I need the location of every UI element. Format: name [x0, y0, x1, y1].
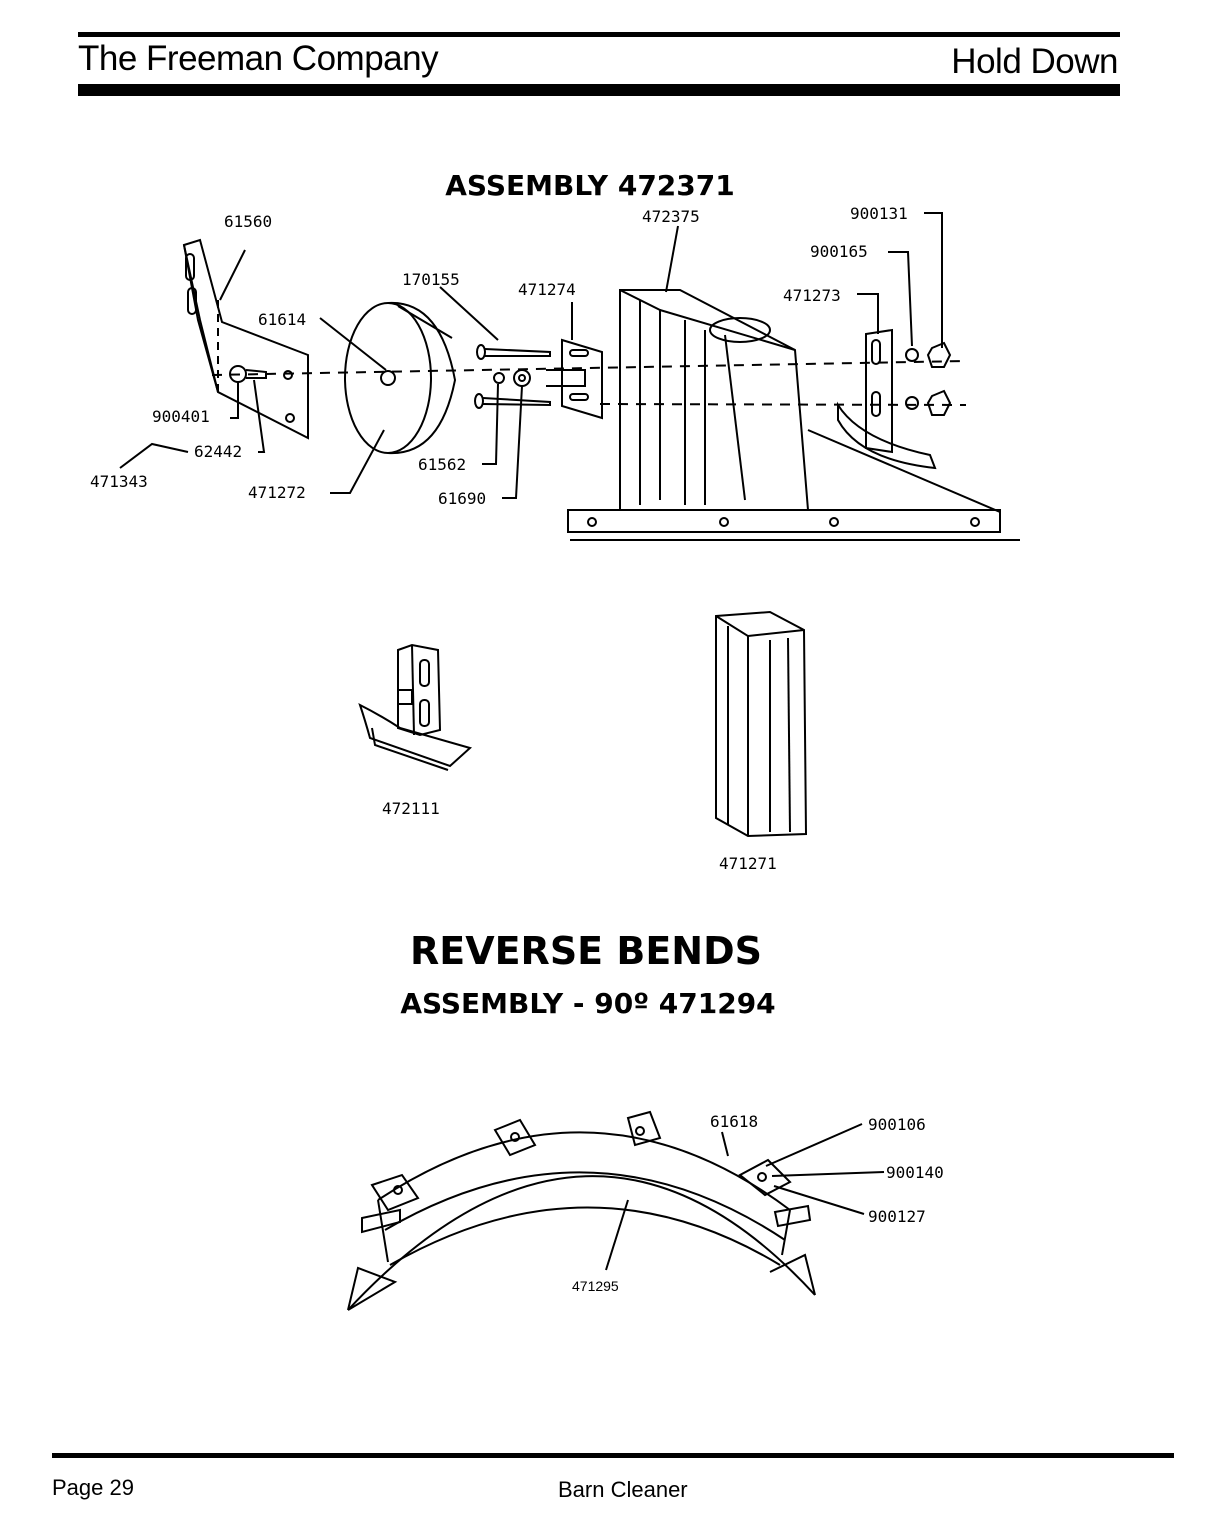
assembly-title: ASSEMBLY 472371 — [445, 169, 734, 202]
part-label: 471274 — [518, 280, 576, 299]
part-label: 472111 — [382, 799, 440, 818]
reverse-bends-title: REVERSE BENDS — [410, 929, 762, 973]
part-label: 61562 — [418, 455, 466, 474]
part-label: 61618 — [710, 1112, 758, 1131]
part-label: 61614 — [258, 310, 306, 329]
part-label: 900131 — [850, 204, 908, 223]
header-rule-top — [78, 32, 1120, 37]
part-label: 61560 — [224, 212, 272, 231]
reverse-bends-subtitle: ASSEMBLY - 90º 471294 — [400, 987, 775, 1020]
header-rule-bottom — [78, 84, 1120, 96]
bracket-61560 — [182, 238, 309, 440]
plate-471274 — [561, 338, 603, 420]
part-label: 472375 — [642, 207, 700, 226]
washer-900165 — [905, 348, 919, 362]
company-name: The Freeman Company — [78, 39, 439, 78]
part-label: 471273 — [783, 286, 841, 305]
footer-rule — [52, 1453, 1174, 1458]
wheel-471272 — [344, 301, 457, 455]
nut-900131 — [926, 341, 952, 368]
bend-471295 — [347, 1131, 816, 1311]
washer-61562 — [493, 372, 505, 384]
shoe-471273 — [837, 328, 937, 470]
channel-471271 — [715, 610, 808, 838]
part-label: 471271 — [719, 854, 777, 873]
part-label: 62442 — [194, 442, 242, 461]
part-label: 471295 — [572, 1278, 619, 1294]
part-label: 471343 — [90, 472, 148, 491]
part-label: 900106 — [868, 1115, 926, 1134]
product-name: Barn Cleaner — [558, 1477, 688, 1502]
part-label: 471272 — [248, 483, 306, 502]
part-label: 900127 — [868, 1207, 926, 1226]
shoe-472111 — [358, 643, 473, 771]
page-number: Page 29 — [52, 1475, 134, 1500]
housing-472375 — [567, 289, 1020, 541]
part-label: 900165 — [810, 242, 868, 261]
part-label: 900140 — [886, 1163, 944, 1182]
bolt-170155 — [474, 344, 551, 409]
part-label: 900401 — [152, 407, 210, 426]
washer-61690 — [513, 369, 531, 387]
part-label: 61690 — [438, 489, 486, 508]
clips — [361, 1110, 812, 1234]
section-title: Hold Down — [951, 42, 1118, 81]
part-label: 170155 — [402, 270, 460, 289]
